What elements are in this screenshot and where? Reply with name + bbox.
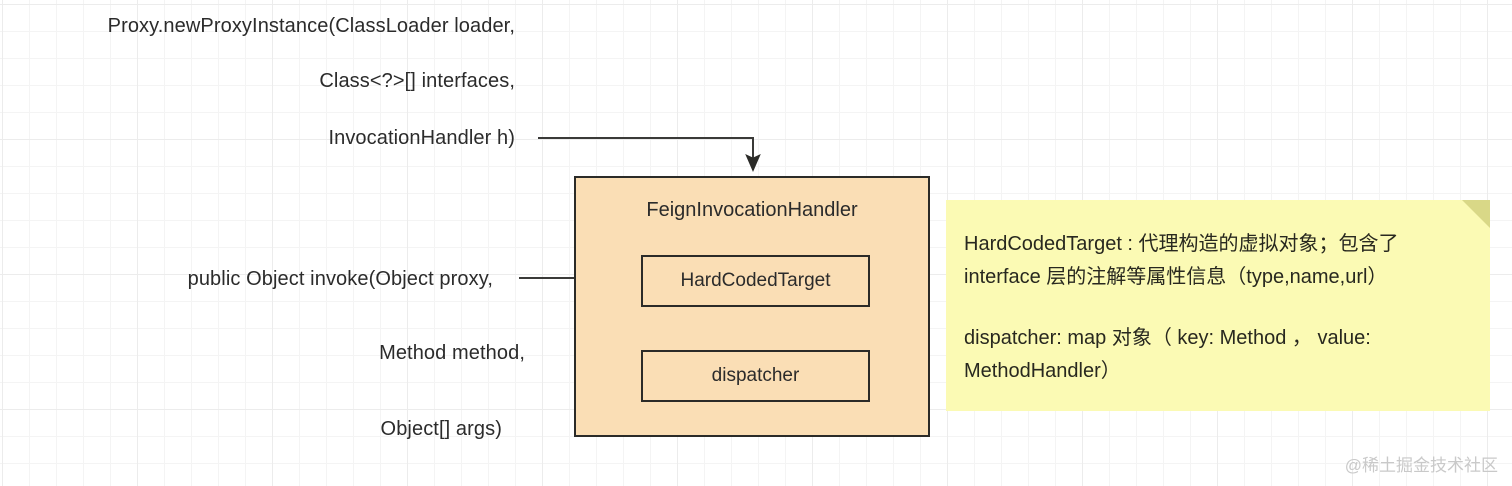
field-box-dispatcher[interactable]: dispatcher xyxy=(641,350,870,402)
field-label-dispatcher: dispatcher xyxy=(711,365,800,386)
arrow-invocationhandler-to-box xyxy=(538,137,761,172)
field-label-hardcodedtarget: HardCodedTarget xyxy=(680,270,831,291)
note-paragraph-hardcodedtarget: HardCodedTarget : 代理构造的虚拟对象；包含了 interfac… xyxy=(964,233,1399,288)
sticky-note-fold-corner xyxy=(1462,200,1490,228)
signature-line-invocationhandler: InvocationHandler h) xyxy=(328,127,515,149)
field-box-hardcodedtarget[interactable]: HardCodedTarget xyxy=(641,255,870,307)
main-box-title: FeignInvocationHandler xyxy=(646,199,858,221)
signature-line-class-interfaces: Class<?>[] interfaces, xyxy=(319,70,515,92)
watermark: @稀土掘金技术社区 xyxy=(1344,456,1498,475)
signature-line-object-args: Object[] args) xyxy=(380,418,502,440)
signature-line-public-object-invoke: public Object invoke(Object proxy, xyxy=(187,268,493,290)
feign-invocation-handler-box[interactable]: FeignInvocationHandler HardCodedTarget d… xyxy=(574,176,930,437)
signature-line-method-method: Method method, xyxy=(379,342,525,364)
sticky-note[interactable]: HardCodedTarget : 代理构造的虚拟对象；包含了 interfac… xyxy=(946,200,1490,411)
signature-line-proxy-newproxyinstance: Proxy.newProxyInstance(ClassLoader loade… xyxy=(107,15,515,37)
note-paragraph-dispatcher: dispatcher: map 对象（ key: Method ， value:… xyxy=(964,327,1371,382)
